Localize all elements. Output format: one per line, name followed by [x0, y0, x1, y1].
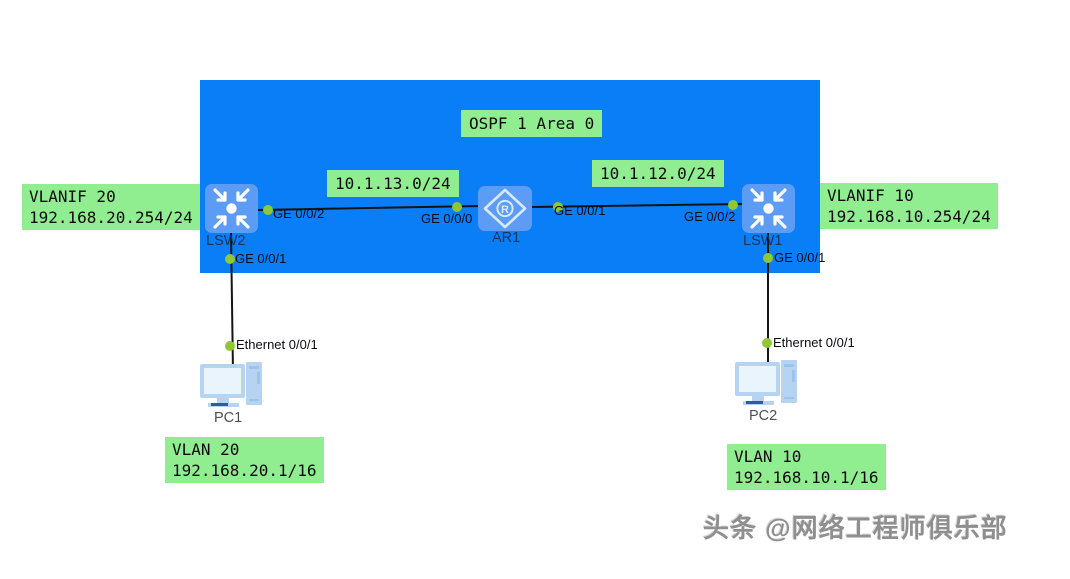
pc-icon[interactable]	[735, 359, 802, 407]
device-label-lsw2: LSW2	[206, 233, 246, 249]
vlan10-line2: 192.168.10.1/16	[734, 468, 879, 487]
port-label-pc1-ethernet: Ethernet 0/0/1	[236, 337, 318, 352]
port-dot-pc1-eth	[225, 341, 235, 351]
device-label-pc1: PC1	[214, 410, 243, 426]
vlanif20-line1: VLANIF 20	[29, 187, 116, 206]
vlan20-line2: 192.168.20.1/16	[172, 461, 317, 480]
vlanif10-label[interactable]: VLANIF 10 192.168.10.254/24	[820, 183, 998, 229]
port-dot-lsw2-ge002	[263, 205, 273, 215]
link-ar1-lsw1[interactable]	[531, 203, 743, 208]
subnet-label-10-1-13[interactable]: 10.1.13.0/24	[327, 170, 459, 197]
ospf-area-label[interactable]: OSPF 1 Area 0	[461, 110, 603, 137]
port-dot-pc2-eth	[762, 338, 772, 348]
port-label-ar1-ge000: GE 0/0/0	[421, 211, 473, 226]
port-label-pc2-ethernet: Ethernet 0/0/1	[773, 335, 855, 350]
port-dot-lsw1-ge001	[763, 253, 773, 263]
switch-icon[interactable]	[205, 184, 258, 233]
port-dot-lsw2-ge001	[225, 254, 235, 264]
port-label-lsw2-ge001: GE 0/0/1	[235, 251, 287, 266]
subnet-label-10-1-12[interactable]: 10.1.12.0/24	[592, 160, 724, 187]
port-label-lsw1-ge002: GE 0/0/2	[684, 209, 736, 224]
watermark-text: 头条 @网络工程师俱乐部	[703, 513, 1008, 543]
pc-icon[interactable]	[200, 361, 267, 409]
switch-icon[interactable]	[742, 184, 795, 233]
vlan10-line1: VLAN 10	[734, 447, 802, 466]
vlanif20-label[interactable]: VLANIF 20 192.168.20.254/24	[22, 184, 200, 230]
port-label-ar1-ge001: GE 0/0/1	[554, 203, 606, 218]
vlanif20-line2: 192.168.20.254/24	[29, 208, 193, 227]
port-dot-ar1-ge001	[553, 202, 563, 212]
port-dot-lsw1-ge002	[728, 200, 738, 210]
router-icon[interactable]: R	[478, 186, 532, 231]
device-label-ar1: AR1	[492, 230, 521, 246]
vlan20-label[interactable]: VLAN 20 192.168.20.1/16	[165, 437, 324, 483]
port-label-lsw1-ge001: GE 0/0/1	[774, 250, 826, 265]
port-label-lsw2-ge002: GE 0/0/2	[273, 206, 325, 221]
vlanif10-line1: VLANIF 10	[827, 186, 914, 205]
vlanif10-line2: 192.168.10.254/24	[827, 207, 991, 226]
vlan20-line1: VLAN 20	[172, 440, 240, 459]
vlan10-label[interactable]: VLAN 10 192.168.10.1/16	[727, 444, 886, 490]
port-dot-ar1-ge000	[452, 202, 462, 212]
device-label-lsw1: LSW1	[743, 233, 783, 249]
link-lsw2-ar1[interactable]	[257, 205, 481, 211]
link-lsw2-pc1[interactable]	[230, 232, 234, 373]
device-label-pc2: PC2	[749, 408, 778, 424]
router-glyph: R	[501, 204, 509, 216]
